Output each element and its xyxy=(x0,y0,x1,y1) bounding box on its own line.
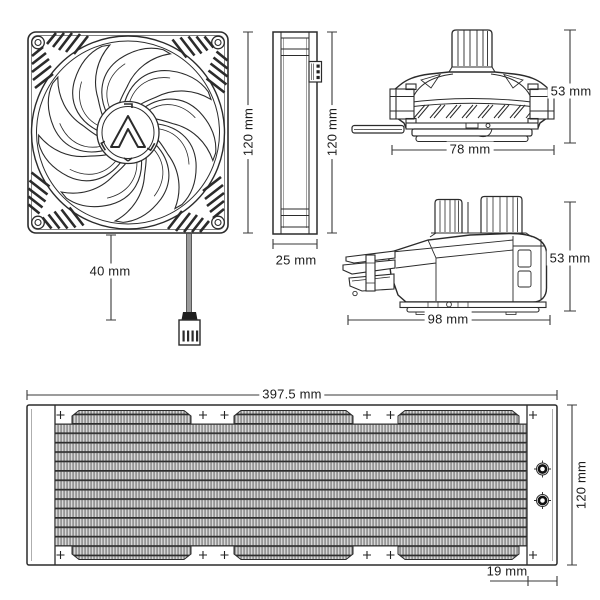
fan-side-view xyxy=(272,31,323,235)
label-pump-side-width: 98 mm xyxy=(424,311,472,327)
hub-clips xyxy=(100,103,156,162)
label-pump-front-height: 53 mm xyxy=(547,83,595,99)
pump-front-view xyxy=(351,29,555,143)
cable-strain-relief xyxy=(181,312,198,320)
hose-connector-caps xyxy=(431,195,526,234)
dim-radiator-end-width xyxy=(490,576,558,586)
label-pump-front-width: 78 mm xyxy=(446,141,494,157)
label-radiator-length: 397.5 mm xyxy=(259,386,325,402)
label-fan-cable-length: 40 mm xyxy=(86,263,134,279)
dim-radiator-height xyxy=(567,404,577,566)
mounting-bracket xyxy=(342,250,396,297)
label-fan-side-width: 25 mm xyxy=(272,252,320,268)
label-radiator-height: 120 mm xyxy=(573,460,589,510)
hose-connector-cap xyxy=(448,29,496,73)
label-radiator-end-width: 19 mm xyxy=(486,563,528,579)
radiator-view xyxy=(26,404,558,566)
label-pump-side-height: 53 mm xyxy=(546,250,594,266)
fan-front-view xyxy=(27,31,230,236)
radiator-fins xyxy=(54,423,528,547)
dim-fan-side-width xyxy=(272,239,318,249)
pump-outlet-tube xyxy=(351,124,405,134)
label-fan-front-height: 120 mm xyxy=(240,104,256,160)
side-connector xyxy=(308,60,323,83)
pump-side-view xyxy=(342,195,548,315)
arctic-triangle-logo xyxy=(110,115,146,148)
fan-screw-holes xyxy=(31,35,225,230)
fan-cable xyxy=(178,233,201,346)
label-fan-side-height: 120 mm xyxy=(324,104,340,160)
